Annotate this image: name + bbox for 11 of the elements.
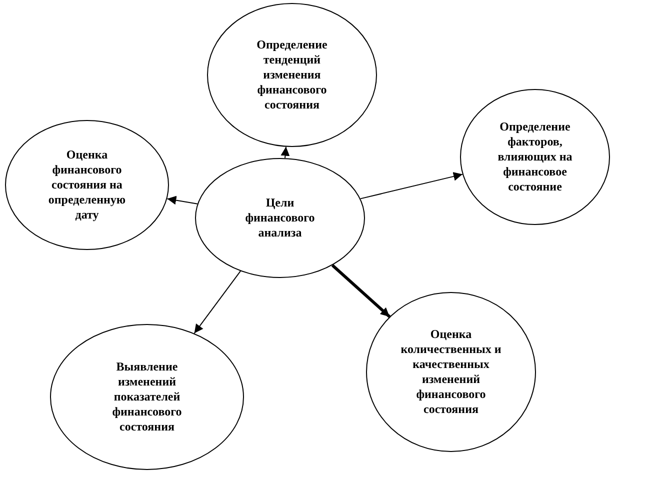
node-text: Цели финансового анализа	[244, 196, 316, 240]
arrow	[331, 264, 391, 318]
arrow	[166, 196, 198, 205]
arrow	[360, 172, 463, 200]
node-text: Определение факторов, влияющих на финансовое состояние	[496, 120, 574, 194]
node-text: Оценка количественных и качественных изменений финансового состояния	[400, 327, 502, 417]
node-text: Определение тенденций изменения финансового состояния	[256, 38, 328, 112]
node-text: Выявление изменений показателей финансового состояния	[111, 360, 183, 434]
arrow	[194, 270, 241, 334]
arrow	[280, 146, 290, 159]
node-text: Оценка финансового состояния на определенную дату	[47, 148, 127, 222]
